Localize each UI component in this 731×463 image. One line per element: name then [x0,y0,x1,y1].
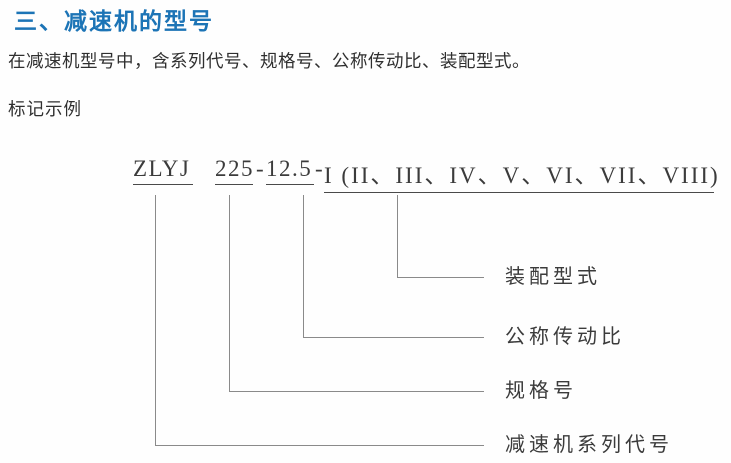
section-title: 三、减速机的型号 [14,8,214,34]
connector-line-series-code [155,195,484,446]
connector-line-nominal-ratio [303,195,484,338]
example-heading: 标记示例 [8,99,82,119]
intro-paragraph: 在减速机型号中，含系列代号、规格号、公称传动比、装配型式。 [8,51,530,71]
connector-line-assembly-type [397,195,484,278]
label-size-code: 规格号 [505,380,577,402]
model-size-code: 225 [215,156,253,185]
connector-line-size-code [229,195,484,392]
model-separator-1: - [256,156,266,181]
label-nominal-ratio: 公称传动比 [505,326,625,348]
model-designation-line: ZLYJ 225 - 12.5 - I (II、III、IV、V、VI、VII、… [0,156,731,193]
model-separator-2: - [315,156,325,181]
model-ratio: 12.5 [266,156,314,185]
model-series-code: ZLYJ [133,156,193,185]
label-series-code: 减速机系列代号 [505,434,673,456]
label-assembly-type: 装配型式 [505,266,601,288]
model-assembly-options: I (II、III、IV、V、VI、VII、VIII) [324,156,718,193]
